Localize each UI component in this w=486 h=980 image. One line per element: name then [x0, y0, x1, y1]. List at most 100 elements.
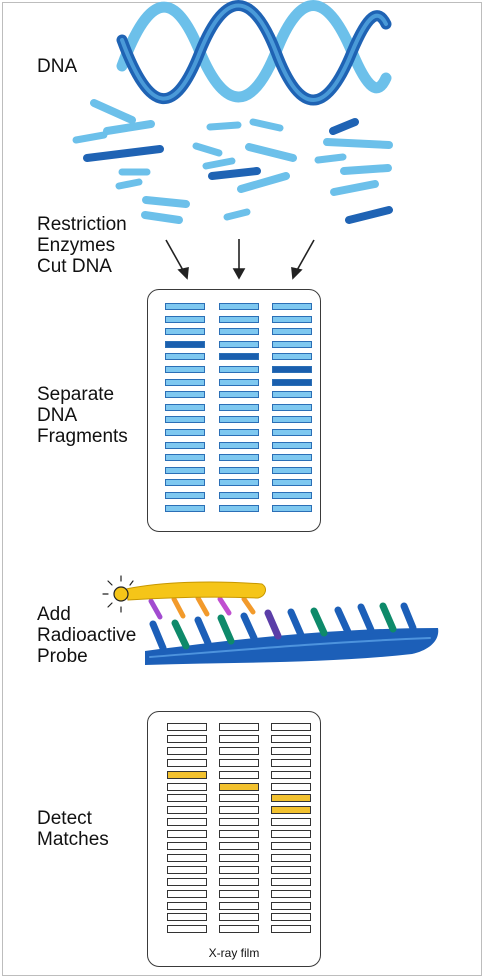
film-band — [219, 806, 259, 815]
radioactive-sun-icon — [102, 575, 134, 613]
gel-band-highlight — [165, 340, 205, 348]
gel-band — [165, 303, 205, 310]
film-band — [219, 794, 259, 803]
gel-band — [272, 416, 312, 424]
gel-band — [165, 403, 205, 411]
film-band — [167, 830, 207, 839]
film-band — [271, 770, 311, 779]
film-band — [271, 818, 311, 827]
radioactive-probe — [102, 575, 439, 665]
dna-fragments — [72, 99, 393, 224]
gel-band — [219, 328, 259, 336]
film-band — [271, 746, 311, 755]
film-band — [271, 842, 311, 850]
gel-band — [165, 353, 205, 361]
film-band — [167, 794, 207, 803]
gel-band — [165, 315, 205, 323]
gel-band — [165, 479, 205, 487]
gel-band — [272, 353, 312, 361]
film-band — [271, 723, 311, 731]
gel-band — [272, 466, 312, 474]
gel-band — [219, 378, 259, 386]
film-band — [219, 889, 259, 898]
film-band — [219, 913, 259, 922]
gel-band — [219, 303, 259, 310]
film-band — [167, 842, 207, 850]
gel-band-highlight — [219, 353, 259, 361]
gel-band — [219, 479, 259, 487]
xray-film-panel: X-ray film — [147, 711, 321, 967]
gel-band — [272, 454, 312, 462]
film-band — [219, 853, 259, 862]
gel-band — [219, 340, 259, 348]
film-band — [271, 853, 311, 862]
film-band — [167, 758, 207, 767]
film-band-match — [271, 794, 311, 803]
gel-band — [165, 466, 205, 474]
film-band — [219, 770, 259, 779]
gel-band — [272, 315, 312, 323]
dna-double-helix — [116, 0, 392, 106]
film-band — [271, 925, 311, 934]
gel-band — [165, 441, 205, 449]
cut-arrows — [165, 239, 315, 280]
film-band — [167, 913, 207, 922]
label-dna: DNA — [37, 56, 78, 77]
film-band — [271, 901, 311, 910]
gel-band — [272, 340, 312, 348]
film-band — [167, 889, 207, 898]
gel-band-highlight — [272, 378, 312, 386]
gel-band — [272, 504, 312, 512]
film-band — [271, 865, 311, 874]
film-band — [167, 925, 207, 934]
film-band — [219, 901, 259, 910]
gel-band — [219, 403, 259, 411]
film-band — [271, 758, 311, 767]
film-band — [167, 723, 207, 731]
gel-band — [219, 441, 259, 449]
film-band — [219, 723, 259, 731]
gel-band — [219, 504, 259, 512]
film-band — [219, 818, 259, 827]
film-band-match — [167, 770, 207, 779]
film-band — [167, 818, 207, 827]
film-band — [167, 877, 207, 886]
film-band — [271, 734, 311, 743]
film-band — [219, 877, 259, 886]
gel-band — [219, 466, 259, 474]
gel-band — [272, 479, 312, 487]
gel-band — [165, 504, 205, 512]
film-band — [219, 925, 259, 934]
film-band — [167, 853, 207, 862]
gel-band — [272, 429, 312, 436]
gel-band — [272, 328, 312, 336]
gel-band — [272, 403, 312, 411]
gel-band — [272, 441, 312, 449]
gel-band-highlight — [272, 366, 312, 373]
film-band — [219, 746, 259, 755]
gel-band — [165, 454, 205, 462]
film-band — [219, 842, 259, 850]
gel-band — [165, 492, 205, 499]
xray-film-label: X-ray film — [208, 946, 260, 960]
gel-band — [219, 454, 259, 462]
gel-band — [165, 416, 205, 424]
gel-band — [219, 315, 259, 323]
film-band — [271, 913, 311, 922]
label-separate-fragments: Separate DNA Fragments — [37, 384, 128, 447]
film-band — [271, 889, 311, 898]
film-band — [271, 877, 311, 886]
gel-band — [165, 391, 205, 399]
film-band — [167, 865, 207, 874]
gel-band — [165, 429, 205, 436]
film-band — [167, 746, 207, 755]
gel-band — [219, 492, 259, 499]
gel-band — [219, 366, 259, 373]
film-band — [271, 830, 311, 839]
gel-band — [272, 303, 312, 310]
film-band — [167, 782, 207, 791]
label-restriction-enzymes: Restriction Enzymes Cut DNA — [37, 214, 127, 277]
film-band-match — [219, 782, 259, 791]
gel-band — [219, 429, 259, 436]
